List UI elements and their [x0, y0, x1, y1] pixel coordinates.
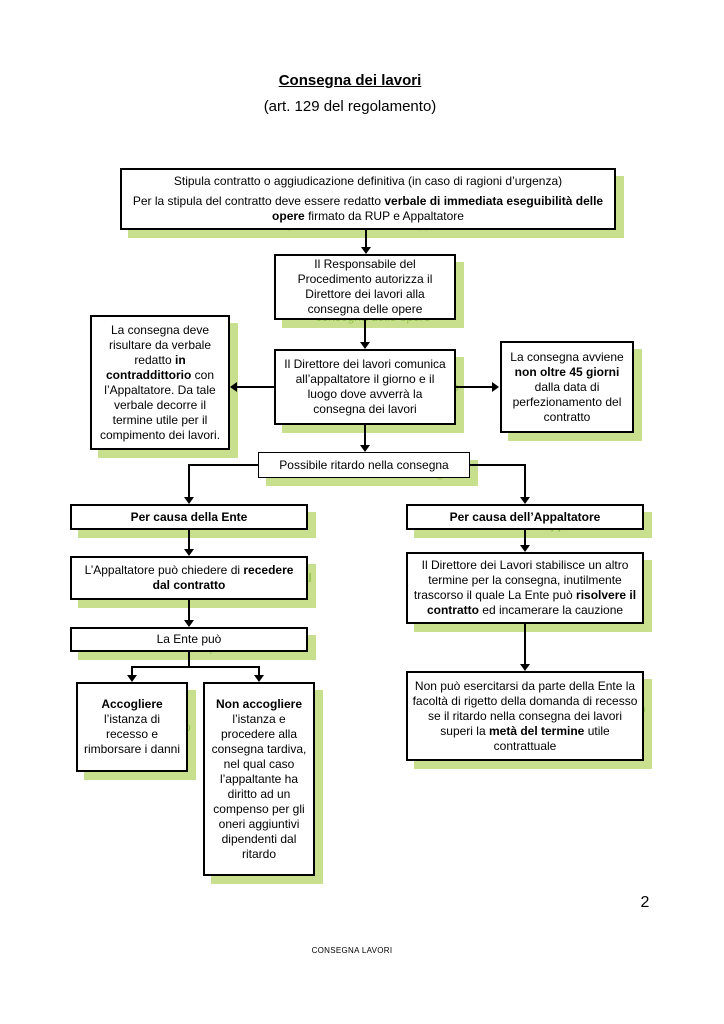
node-text: Stipula contratto o aggiudicazione defin… — [132, 174, 604, 223]
title-block: Consegna dei lavori (art. 129 del regola… — [0, 72, 700, 115]
node-text: Accogliere l’istanza di recesso e rimbor… — [83, 697, 181, 756]
node-recedere-contratto: L’Appaltatore può chiedere di recedere d… — [70, 556, 316, 608]
connector-ritardo-causa-appaltatore-v — [524, 464, 526, 497]
arrow-line-comunica-verbale — [236, 386, 274, 388]
node-autorizzazione-rup: Il Responsabile del Procedimento autoriz… — [274, 254, 464, 328]
arrowhead-ritardo-causa-ente — [184, 497, 194, 504]
node-text: Per causa della Ente — [130, 509, 248, 524]
node-text: Il Responsabile del Procedimento autoriz… — [297, 257, 433, 316]
arrowhead-ritardo-causa-appaltatore — [520, 497, 530, 504]
node-box: L’Appaltatore può chiedere di recedere d… — [70, 556, 308, 600]
node-text: Per causa dell’Appaltatore — [449, 509, 601, 524]
footer-text: CONSEGNA LAVORI — [311, 946, 393, 955]
node-text: Il Direttore dei lavori comunica all’app… — [284, 357, 446, 416]
node-possibile-ritardo: Possibile ritardo nella consegna Possibi… — [258, 452, 478, 486]
arrow-line-comunica-ritardo — [364, 425, 366, 445]
connector-split-accogliere — [131, 666, 133, 675]
arrow-line-recedere-ente-puo — [188, 600, 190, 620]
node-box: Accogliere l’istanza di recesso e rimbor… — [76, 682, 188, 772]
node-stipula-contratto: Stipula contratto o aggiudicazione defin… — [120, 168, 624, 238]
node-non-accogliere-istanza: Non accogliere l’istanza e procedere all… — [203, 682, 323, 884]
connector-ente-puo-stem — [188, 652, 190, 668]
arrow-line-comunica-45giorni — [456, 386, 493, 388]
node-box: Per causa dell’Appaltatore — [406, 504, 644, 530]
arrowhead-non-accogliere — [254, 675, 264, 682]
arrowhead-comunica-verbale — [230, 382, 237, 392]
node-box: La consegna avviene non oltre 45 giorni … — [500, 341, 634, 433]
node-causa-appaltatore: Per causa dell’Appaltatore Per causa del… — [406, 504, 652, 538]
node-box: Possibile ritardo nella consegna — [258, 452, 470, 478]
arrowhead-accogliere — [127, 675, 137, 682]
node-text: Possibile ritardo nella consegna — [279, 457, 449, 472]
arrow-line-causa-appaltatore-nuovo-termine — [524, 530, 526, 545]
node-text: Il Direttore dei Lavori stabilisce un al… — [413, 558, 637, 617]
page-number: 2 — [640, 894, 650, 911]
arrowhead-comunica-ritardo — [360, 445, 370, 452]
arrowhead-stipula-autorizza — [361, 247, 371, 254]
node-text: La Ente può — [156, 632, 222, 646]
node-box: La Ente può — [70, 627, 308, 652]
connector-ritardo-causa-ente-h — [188, 464, 258, 466]
arrowhead-recedere-ente-puo — [184, 620, 194, 627]
node-ente-puo: La Ente può La Ente può — [70, 627, 316, 660]
node-nuovo-termine: Il Direttore dei Lavori stabilisce un al… — [406, 552, 652, 632]
page-title: Consegna dei lavori — [278, 72, 422, 89]
arrow-line-autorizza-comunica — [364, 320, 366, 342]
arrow-line-causa-ente-recedere — [188, 530, 190, 549]
node-rigetto-limite: Non può esercitarsi da parte della Ente … — [406, 671, 652, 769]
connector-ritardo-causa-ente-v — [188, 464, 190, 497]
node-text: La consegna deve risultare da verbale re… — [99, 322, 221, 442]
node-text: Non accogliere l’istanza e procedere all… — [211, 696, 307, 861]
arrowhead-nuovo-termine-rigetto — [520, 664, 530, 671]
arrowhead-autorizza-comunica — [360, 342, 370, 349]
connector-ritardo-causa-appaltatore-h — [470, 464, 526, 466]
node-box: Il Responsabile del Procedimento autoriz… — [274, 254, 456, 320]
node-verbale-contraddittorio: La consegna deve risultare da verbale re… — [90, 315, 238, 458]
node-consegna-45-giorni: La consegna avviene non oltre 45 giorni … — [500, 341, 642, 441]
node-text: La consegna avviene non oltre 45 giorni … — [510, 349, 624, 424]
node-box: Non può esercitarsi da parte della Ente … — [406, 671, 644, 761]
node-text: L’Appaltatore può chiedere di recedere d… — [84, 563, 294, 592]
connector-split-non-accogliere — [258, 666, 260, 675]
node-comunicazione-direttore: Il Direttore dei lavori comunica all’app… — [274, 349, 464, 433]
page-subtitle: (art. 129 del regolamento) — [263, 98, 437, 115]
arrow-line-nuovo-termine-rigetto — [524, 624, 526, 664]
arrowhead-causa-ente-recedere — [184, 549, 194, 556]
arrow-line-stipula-autorizza — [365, 230, 367, 247]
node-box: La consegna deve risultare da verbale re… — [90, 315, 230, 450]
connector-ente-puo-split — [131, 666, 260, 668]
node-accogliere-istanza: Accogliere l’istanza di recesso e rimbor… — [76, 682, 196, 780]
node-box: Il Direttore dei Lavori stabilisce un al… — [406, 552, 644, 624]
node-box: Per causa della Ente — [70, 504, 308, 530]
node-box: Non accogliere l’istanza e procedere all… — [203, 682, 315, 876]
node-box: Stipula contratto o aggiudicazione defin… — [120, 168, 616, 230]
arrowhead-causa-appaltatore-nuovo-termine — [520, 545, 530, 552]
node-causa-ente: Per causa della Ente Per causa della Ent… — [70, 504, 316, 538]
node-box: Il Direttore dei lavori comunica all’app… — [274, 349, 456, 425]
arrowhead-comunica-45giorni — [492, 382, 499, 392]
node-text: Non può esercitarsi da parte della Ente … — [412, 678, 638, 753]
